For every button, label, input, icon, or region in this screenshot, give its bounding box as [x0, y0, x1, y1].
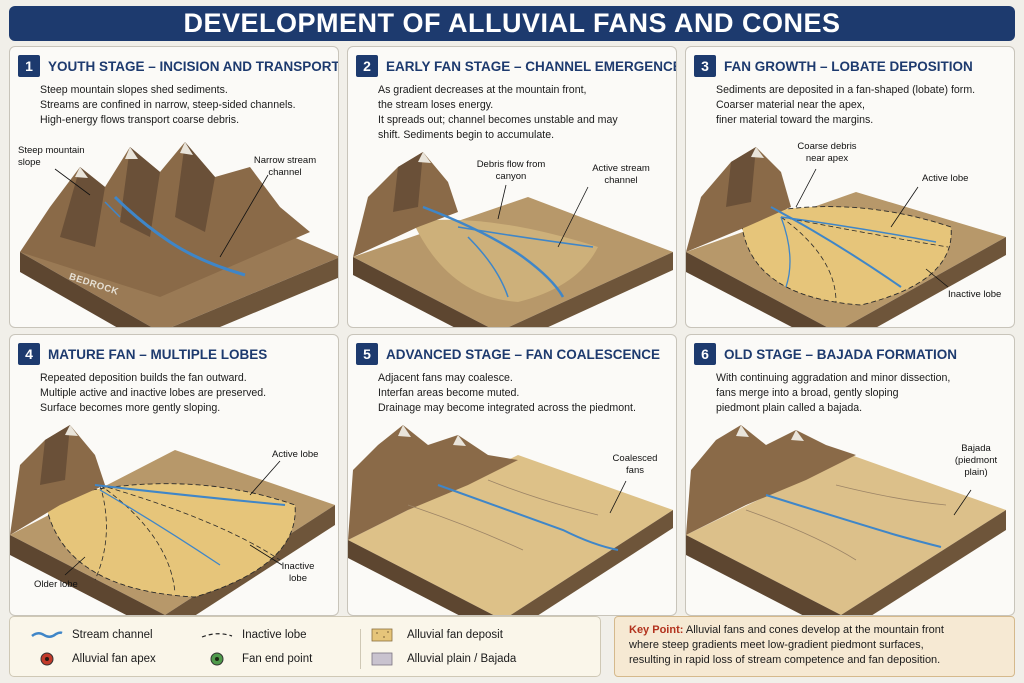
description-line: Interfan areas become muted.: [378, 387, 520, 399]
legend-divider: [360, 629, 361, 669]
step-number: 4: [18, 343, 40, 365]
panel-description: Adjacent fans may coalesce. Interfan are…: [378, 371, 673, 416]
legend-label: Fan end point: [242, 653, 313, 665]
panel-title: MATURE FAN – MULTIPLE LOBES: [48, 346, 268, 362]
description-line: High-energy flows transport coarse debri…: [40, 114, 240, 126]
panel-title: FAN GROWTH – LOBATE DEPOSITION: [724, 58, 973, 74]
legend-item-plain: Alluvial plain / Bajada: [365, 651, 516, 667]
description-line: Steep mountain slopes shed sediments.: [40, 84, 228, 96]
legend-item-stream: Stream channel: [30, 627, 153, 643]
key-point-text: resulting in rapid loss of stream compet…: [629, 654, 941, 666]
panel-header: 3 FAN GROWTH – LOBATE DEPOSITION: [694, 55, 973, 77]
description-line: Sediments are deposited in a fan-shaped …: [716, 84, 976, 96]
description-line: finer material toward the margins.: [716, 114, 874, 126]
key-point-text: Alluvial fans and cones develop at the m…: [685, 624, 944, 636]
key-point-text: where steep gradients meet low-gradient …: [629, 639, 924, 651]
panel-title: ADVANCED STAGE – FAN COALESCENCE: [386, 346, 661, 362]
panel-description: With continuing aggradation and minor di…: [716, 371, 1011, 416]
fan-end-point-icon: [200, 651, 234, 667]
step-number: 5: [356, 343, 378, 365]
step-number: 3: [694, 55, 716, 77]
panel-youth-stage: 1 YOUTH STAGE – INCISION AND TRANSPORT S…: [9, 46, 339, 328]
label-inactive-lobe: Inactive lobe: [948, 289, 1002, 300]
legend-item-deposit: Alluvial fan deposit: [365, 627, 503, 643]
description-line: It spreads out; channel becomes unstable…: [378, 114, 618, 126]
panel-description: Repeated deposition builds the fan outwa…: [40, 371, 335, 416]
legend-item-inactive-lobe: Inactive lobe: [200, 627, 307, 643]
panel-fan-coalescence: 5 ADVANCED STAGE – FAN COALESCENCE Adjac…: [347, 334, 677, 616]
label-older-lobe: Older lobe: [34, 579, 78, 590]
legend-item-apex: Alluvial fan apex: [30, 651, 156, 667]
panel-fan-growth: 3 FAN GROWTH – LOBATE DEPOSITION Sedimen…: [685, 46, 1015, 328]
panel-description: Steep mountain slopes shed sediments. St…: [40, 83, 335, 128]
legend-item-endpoint: Fan end point: [200, 651, 312, 667]
youth-stage-illustration: [20, 142, 338, 327]
legend: Stream channel Alluvial fan apex Inactiv…: [9, 616, 601, 677]
alluvial-plain-swatch-icon: [365, 651, 399, 667]
panel-mature-fan: 4 MATURE FAN – MULTIPLE LOBES Repeated d…: [9, 334, 339, 616]
label-active-lobe: Active lobe: [272, 449, 319, 460]
step-number: 1: [18, 55, 40, 77]
description-line: Drainage may become integrated across th…: [378, 402, 636, 414]
panel-title: EARLY FAN STAGE – CHANNEL EMERGENCE: [386, 58, 677, 74]
legend-label: Stream channel: [72, 629, 153, 641]
panel-description: As gradient decreases at the mountain fr…: [378, 83, 673, 143]
label-coalesced-fans: Coalesced fans: [612, 453, 658, 476]
panel-header: 1 YOUTH STAGE – INCISION AND TRANSPORT: [18, 55, 339, 77]
stream-channel-icon: [30, 627, 64, 643]
legend-label: Alluvial fan deposit: [407, 629, 503, 641]
description-line: the stream loses energy.: [378, 99, 494, 111]
description-line: As gradient decreases at the mountain fr…: [378, 84, 587, 96]
description-line: Coarser material near the apex,: [716, 99, 865, 111]
label-debris-flow: Debris flow from canyon: [476, 159, 546, 182]
description-line: With continuing aggradation and minor di…: [716, 372, 951, 384]
key-point-label: Key Point:: [629, 624, 684, 636]
description-line: piedmont plain called a bajada.: [716, 402, 863, 414]
dashed-line-icon: [200, 627, 234, 643]
description-line: shift. Sediments begin to accumulate.: [378, 129, 555, 141]
description-line: Multiple active and inactive lobes are p…: [40, 387, 267, 399]
step-number: 6: [694, 343, 716, 365]
description-line: Adjacent fans may coalesce.: [378, 372, 513, 384]
legend-label: Alluvial plain / Bajada: [407, 653, 517, 665]
panel-early-fan-stage: 2 EARLY FAN STAGE – CHANNEL EMERGENCE As…: [347, 46, 677, 328]
label-inactive-lobe: Inactive lobe: [281, 561, 315, 584]
mature-fan-illustration: [10, 425, 335, 615]
panel-header: 2 EARLY FAN STAGE – CHANNEL EMERGENCE: [356, 55, 677, 77]
panel-title: OLD STAGE – BAJADA FORMATION: [724, 346, 958, 362]
label-active-stream-channel: Active stream channel: [592, 163, 650, 186]
panel-header: 4 MATURE FAN – MULTIPLE LOBES: [18, 343, 267, 365]
description-line: Repeated deposition builds the fan outwa…: [40, 372, 247, 384]
label-steep-mountain-slope: Steep mountain slope: [18, 145, 85, 168]
description-line: Surface becomes more gently sloping.: [40, 402, 221, 414]
page-title: DEVELOPMENT OF ALLUVIAL FANS AND CONES: [183, 8, 841, 38]
key-point-box: Key Point: Alluvial fans and cones devel…: [614, 616, 1015, 677]
step-number: 2: [356, 55, 378, 77]
fan-deposit-swatch-icon: [365, 627, 399, 643]
label-narrow-stream-channel: Narrow stream channel: [253, 155, 317, 178]
label-coarse-debris: Coarse debris near apex: [797, 141, 857, 164]
fan-growth-illustration: [686, 147, 1006, 327]
fan-apex-icon: [30, 651, 64, 667]
legend-label: Alluvial fan apex: [72, 653, 156, 665]
panel-description: Sediments are deposited in a fan-shaped …: [716, 83, 1011, 128]
panel-bajada-formation: 6 OLD STAGE – BAJADA FORMATION With cont…: [685, 334, 1015, 616]
panel-header: 5 ADVANCED STAGE – FAN COALESCENCE: [356, 343, 660, 365]
early-fan-illustration: [353, 152, 673, 327]
label-active-lobe: Active lobe: [922, 173, 969, 184]
description-line: Streams are confined in narrow, steep-si…: [40, 99, 296, 111]
panel-title: YOUTH STAGE – INCISION AND TRANSPORT: [48, 58, 339, 74]
panel-header: 6 OLD STAGE – BAJADA FORMATION: [694, 343, 957, 365]
description-line: fans merge into a broad, gently sloping: [716, 387, 899, 399]
coalescence-illustration: [348, 425, 673, 615]
bajada-illustration: [686, 425, 1006, 615]
label-bajada: Bajada (piedmont plain): [954, 443, 998, 478]
title-banner: DEVELOPMENT OF ALLUVIAL FANS AND CONES: [9, 6, 1015, 41]
legend-label: Inactive lobe: [242, 629, 307, 641]
